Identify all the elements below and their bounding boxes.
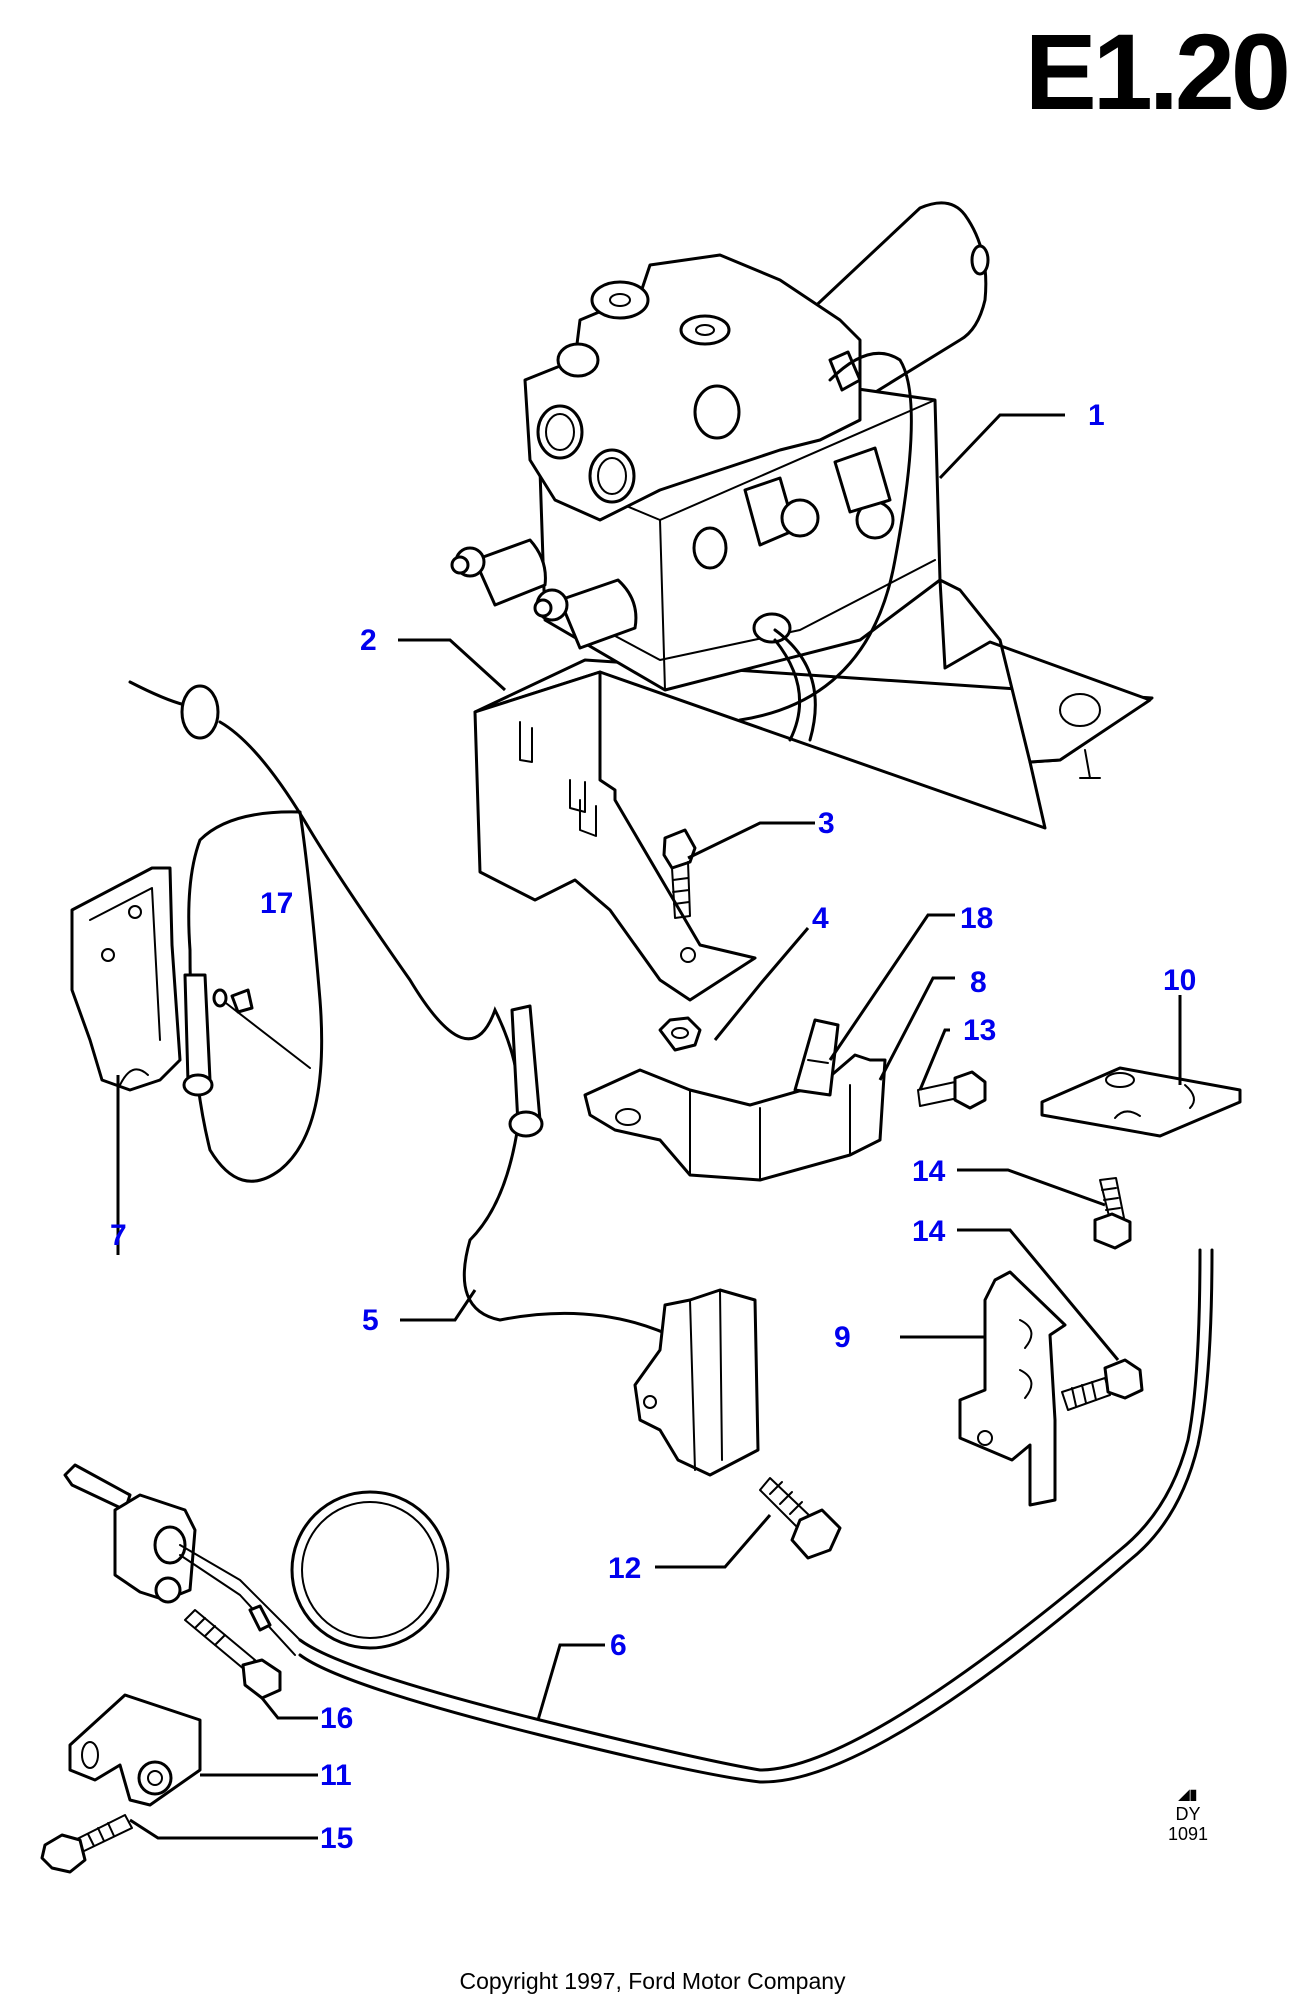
copyright-notice: Copyright 1997, Ford Motor Company (459, 1968, 846, 1994)
callout-11[interactable]: 11 (320, 1759, 352, 1792)
part-nut-4[interactable] (658, 1016, 702, 1052)
part-bolt-14b[interactable] (1061, 1358, 1144, 1411)
callout-10[interactable]: 10 (1163, 964, 1196, 997)
callout-9[interactable]: 9 (834, 1321, 851, 1354)
leader-5 (400, 1289, 477, 1322)
leader-14a (957, 1168, 1106, 1207)
callout-8[interactable]: 8 (970, 966, 987, 999)
leader-18 (828, 913, 955, 1061)
callout-17[interactable]: 17 (260, 887, 293, 920)
part-bolt-16[interactable] (184, 1609, 282, 1700)
leader-6 (536, 1643, 605, 1721)
callout-18[interactable]: 18 (960, 902, 993, 935)
page-code: E1.20 (1024, 11, 1291, 132)
leader-4 (713, 927, 810, 1041)
part-clamp-11[interactable] (68, 1693, 202, 1807)
ref-glyph-icon: ◢▮ (1178, 1786, 1198, 1802)
leader-2 (398, 638, 507, 692)
part-clip-18[interactable] (793, 1018, 840, 1097)
callout-1[interactable]: 1 (1088, 399, 1105, 432)
leader-8 (878, 976, 955, 1081)
callout-16[interactable]: 16 (320, 1702, 353, 1735)
part-hydraulic-control-unit[interactable] (450, 201, 990, 692)
part-bolt-3[interactable] (662, 828, 697, 919)
part-bracket-9[interactable] (958, 1270, 1067, 1507)
callout-4[interactable]: 4 (812, 902, 829, 935)
leader-3 (687, 821, 815, 860)
part-bolt-15[interactable] (40, 1814, 133, 1874)
leader-16 (260, 1697, 318, 1720)
leader-14b (957, 1228, 1120, 1361)
part-plate-10[interactable] (1040, 1066, 1242, 1138)
leader-13 (918, 1028, 950, 1091)
callout-14b[interactable]: 14 (912, 1215, 946, 1248)
leader-1 (938, 413, 1065, 480)
callout-5[interactable]: 5 (362, 1304, 379, 1337)
part-bracket-7[interactable] (70, 866, 182, 1092)
part-bolt-12[interactable] (759, 1477, 842, 1560)
leader-15 (129, 1818, 318, 1840)
ref-code: DY (1175, 1804, 1201, 1824)
part-pin-17[interactable] (212, 988, 311, 1069)
part-mounting-bracket[interactable] (473, 578, 1154, 1002)
part-cable-6[interactable] (290, 1248, 1214, 1784)
callout-14a[interactable]: 14 (912, 1155, 946, 1188)
illustration-reference: ◢▮ DY 1091 (1158, 1784, 1218, 1844)
callout-15[interactable]: 15 (320, 1822, 353, 1855)
part-sensor-bracket[interactable] (633, 1288, 760, 1477)
part-cable-end-fitting[interactable] (63, 1463, 301, 1656)
part-bolt-14a[interactable] (1093, 1177, 1132, 1250)
callout-6[interactable]: 6 (610, 1629, 627, 1662)
callout-3[interactable]: 3 (818, 807, 835, 840)
unit-wiring (773, 628, 817, 742)
ref-number: 1091 (1167, 1824, 1209, 1844)
part-bracket-8[interactable] (583, 1053, 887, 1182)
callout-7[interactable]: 7 (110, 1219, 127, 1252)
leader-12 (655, 1514, 772, 1569)
unit-sensor-lead (738, 351, 913, 722)
callout-13[interactable]: 13 (963, 1014, 996, 1047)
leader-lines (116, 413, 1182, 1840)
part-sensor-cable-5[interactable] (128, 680, 707, 1382)
part-bolt-13[interactable] (917, 1070, 987, 1110)
callout-labels: 1 2 3 4 5 6 7 8 9 10 11 12 13 14 14 15 1… (110, 399, 1196, 1855)
callout-12[interactable]: 12 (608, 1552, 641, 1585)
callout-2[interactable]: 2 (360, 624, 377, 657)
